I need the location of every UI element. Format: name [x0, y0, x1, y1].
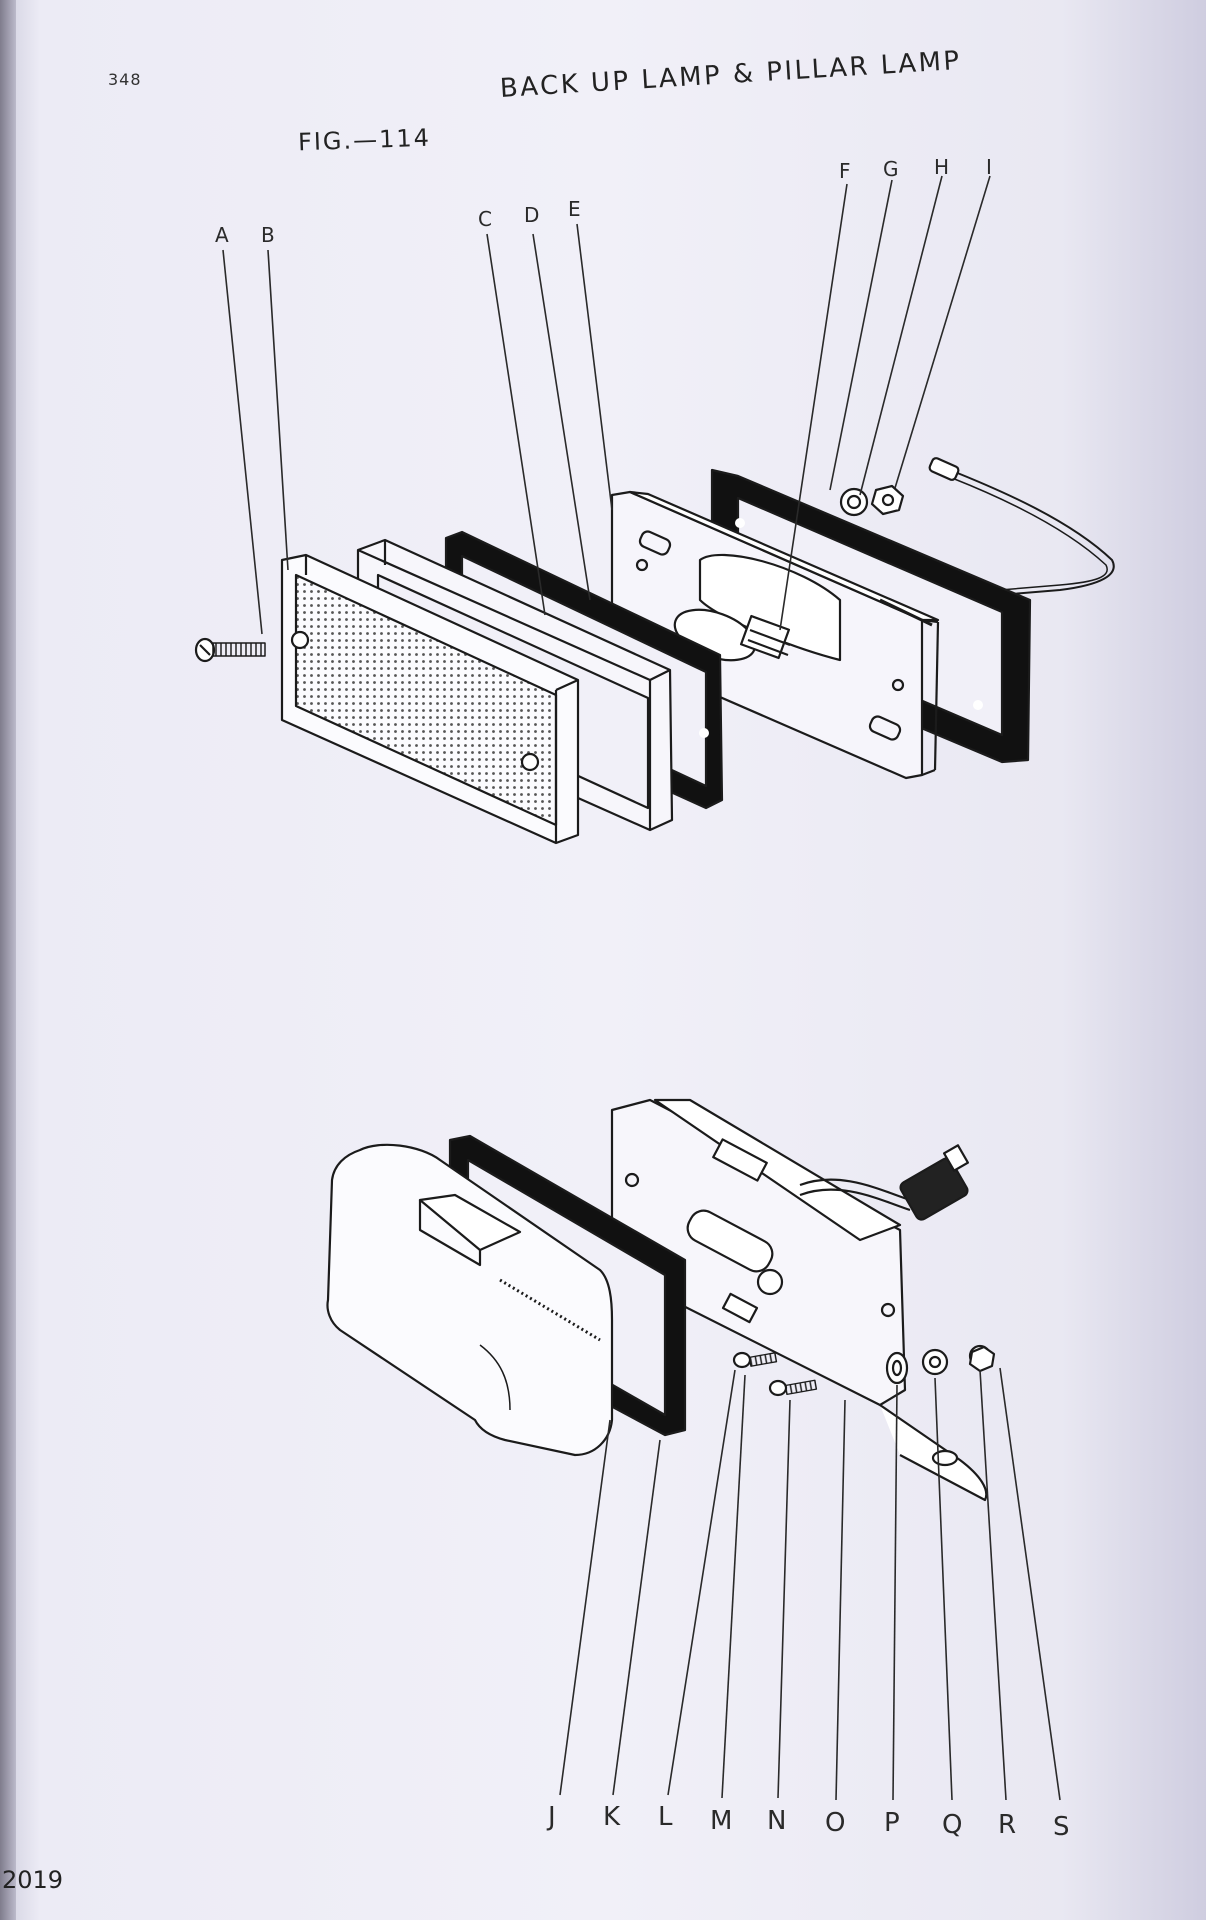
upper-leader-lines	[222, 175, 991, 635]
callout-d: D	[524, 203, 539, 227]
part-b-lens	[280, 553, 580, 845]
callout-g: G	[883, 157, 899, 181]
page-edge-shadow	[0, 0, 16, 1920]
part-p-stud	[885, 1351, 909, 1385]
callout-e: E	[568, 197, 581, 221]
callout-b: B	[261, 223, 275, 247]
callout-q: Q	[942, 1810, 962, 1840]
callout-m: M	[710, 1806, 732, 1836]
pillar-lamp-assembly	[326, 1098, 996, 1502]
callout-c: C	[478, 207, 492, 231]
part-a-screw	[194, 637, 266, 663]
callout-a: A	[215, 223, 229, 247]
callout-f: F	[839, 159, 851, 183]
back-up-lamp-assembly	[194, 457, 1115, 845]
part-n-screw	[768, 1379, 818, 1397]
part-m-screw	[732, 1351, 778, 1369]
part-q-washer	[921, 1348, 949, 1376]
callout-h: H	[934, 155, 949, 179]
callout-l: L	[658, 1802, 673, 1832]
part-j-lens-cover	[326, 1143, 614, 1457]
part-h-nut	[870, 484, 905, 516]
part-s-nut	[968, 1345, 996, 1373]
part-g-washer	[839, 487, 869, 517]
year-stamp: 2019	[2, 1866, 64, 1894]
callout-k: K	[603, 1802, 621, 1832]
upper-callouts: A B C D E F G H I	[215, 155, 992, 247]
callout-r: R	[998, 1810, 1016, 1840]
callout-n: N	[767, 1806, 786, 1836]
part-i-wire-lead	[928, 457, 1115, 596]
callout-p: P	[884, 1808, 900, 1838]
page-number: 348	[108, 70, 142, 89]
lower-leader-lines	[559, 1367, 1061, 1801]
pillar-lamp-connector	[799, 1144, 970, 1221]
callout-s: S	[1053, 1812, 1070, 1842]
lower-callouts: J K L M N O P Q R S	[546, 1802, 1070, 1842]
callout-o: O	[825, 1808, 845, 1838]
callout-j: J	[546, 1802, 556, 1832]
callout-i: I	[986, 155, 992, 179]
